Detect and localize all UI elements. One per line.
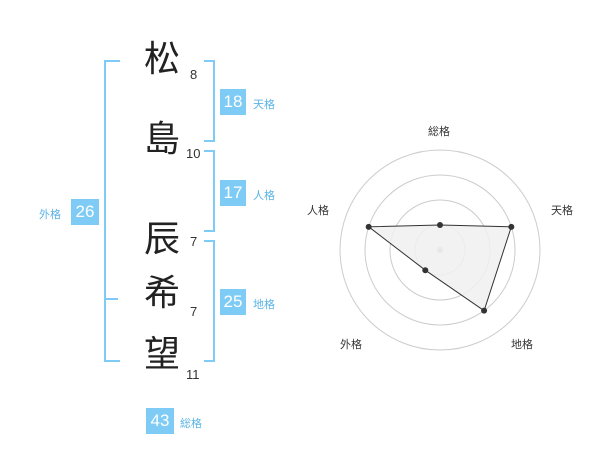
radar-point-4 (422, 267, 429, 274)
chikaku-label: 地格 (253, 298, 275, 311)
jinkaku-label: 人格 (253, 189, 275, 202)
name-char-2: 島 (143, 119, 180, 160)
radar-polygon (367, 224, 512, 312)
radar-axis-label-tenkaku: 天格 (551, 204, 573, 217)
jinkaku-badge: 17 (220, 180, 246, 206)
name-char-5: 望 (143, 334, 180, 375)
radar-point-5 (365, 223, 372, 230)
gaikaku-badge: 26 (71, 199, 99, 225)
jinkaku-bracket (204, 150, 215, 232)
tenkaku-badge: 18 (220, 89, 246, 115)
stroke-count-4: 7 (190, 304, 198, 319)
radar-axis-label-soukaku: 総格 (428, 125, 450, 138)
radar-ring-3 (364, 174, 516, 326)
radar-point-3 (481, 307, 488, 314)
radar-axis-label-chikaku: 地格 (511, 338, 533, 351)
radar-ring-4 (339, 149, 541, 351)
name-char-1: 松 (143, 39, 180, 80)
gaikaku-bracket-divider (106, 298, 118, 300)
tenkaku-bracket (204, 60, 215, 142)
stroke-count-2: 10 (186, 146, 201, 161)
radar-axis-label-gaikaku: 外格 (340, 338, 362, 351)
stroke-count-1: 8 (190, 67, 198, 82)
radar-point-1 (437, 222, 443, 228)
stroke-count-5: 11 (186, 367, 200, 382)
chikaku-bracket (204, 240, 215, 362)
name-char-3: 辰 (143, 219, 180, 260)
soukaku-label: 総格 (180, 417, 202, 430)
gaikaku-bracket (104, 60, 120, 362)
name-char-4: 希 (143, 273, 180, 314)
radar-axis-label-jinkaku: 人格 (307, 204, 329, 217)
gaikaku-label: 外格 (39, 208, 61, 221)
tenkaku-label: 天格 (253, 98, 275, 111)
stroke-count-3: 7 (190, 234, 198, 249)
radar-point-2 (508, 223, 515, 230)
soukaku-badge: 43 (146, 408, 174, 434)
chikaku-badge: 25 (220, 289, 246, 315)
